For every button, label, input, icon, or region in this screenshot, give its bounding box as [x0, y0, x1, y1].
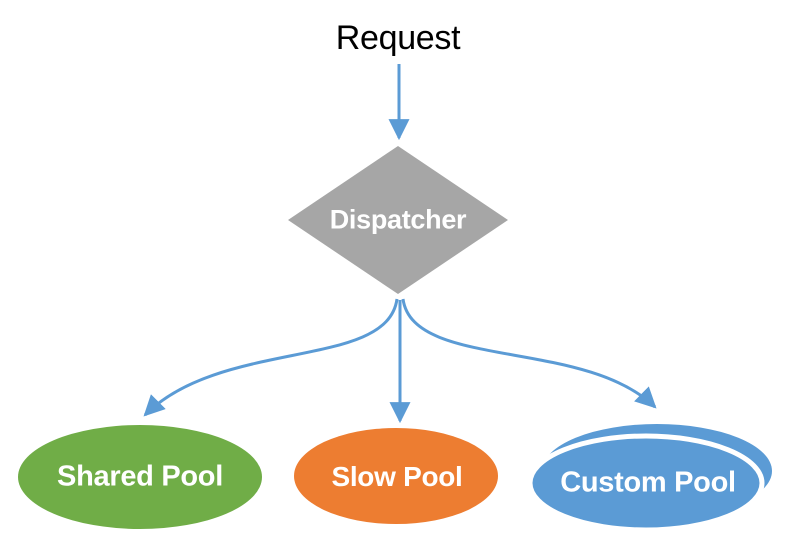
shared-pool-node [18, 425, 262, 529]
custom-pool-node [527, 433, 765, 533]
connector-dispatcher-custom-pool [401, 298, 657, 409]
slow-pool-node [294, 428, 498, 524]
slow-pool-label: Slow Pool [331, 461, 463, 492]
request-label: Request [335, 19, 461, 57]
connector-dispatcher-shared-pool [143, 298, 399, 417]
shared-pool-label: Shared Pool [57, 460, 223, 493]
dispatcher-label: Dispatcher [329, 204, 467, 235]
custom-pool-label: Custom Pool [560, 466, 736, 499]
dispatcher-node [288, 146, 508, 294]
